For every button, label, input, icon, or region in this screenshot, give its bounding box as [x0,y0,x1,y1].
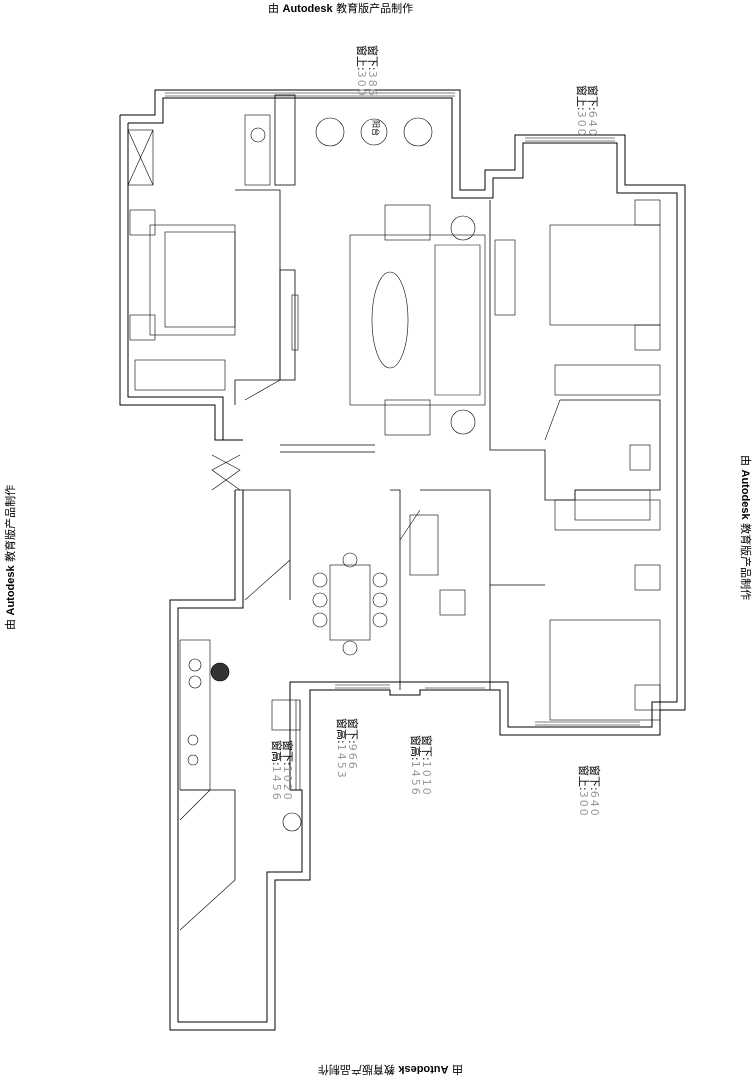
closet-right [554,364,661,396]
watermark-top: 由 Autodesk 教育版产品制作 [268,0,413,16]
bath-sink [409,514,439,576]
balcony-table [360,118,388,146]
kitchen-counter [179,639,211,791]
rug [349,234,486,406]
note-value: 1456 [409,760,422,797]
vanity [574,489,651,521]
wm-prefix: 由 [739,455,752,466]
washer [282,812,302,832]
furniture [127,114,661,832]
wm-suffix: 教育版产品制作 [336,2,414,15]
watermark-left: 由 Autodesk 教育版产品制作 [2,485,18,630]
bed-left [149,224,236,336]
wm-prefix: 由 [4,619,17,630]
closet-left [134,359,226,391]
bed-right-bottom [549,619,661,721]
wm-suffix: 教育版产品制作 [317,1063,395,1076]
tv [291,294,299,351]
note-label: 窗高: [409,735,422,761]
watermark-bottom: 由 Autodesk 教育版产品制作 [318,1062,463,1078]
note-label: 窗上: [577,765,590,791]
wm-brand: Autodesk [5,565,17,616]
armchair [384,399,431,436]
note-label: 窗高: [270,740,283,766]
note-value: 300 [575,110,588,138]
wm-brand: Autodesk [739,469,751,520]
wm-brand: Autodesk [282,3,333,15]
note-label: 窗上: [575,85,588,111]
note-value: 300 [577,790,590,818]
watermark-right: 由 Autodesk 教育版产品制作 [738,455,754,600]
note-value: 300 [355,70,368,98]
note-value: 1456 [270,765,283,802]
dining-table [329,564,371,641]
desk [244,114,271,186]
bed-right-top [549,224,661,326]
balcony-chair [403,117,433,147]
wm-prefix: 由 [452,1063,463,1076]
note-label: 窗上: [355,45,368,71]
note-label: 窗高: [335,718,348,744]
chair [271,699,301,731]
wm-suffix: 教育版产品制作 [4,484,17,562]
balcony-chair [315,117,345,147]
balcony-label: 阳台 [371,120,380,136]
wm-brand: Autodesk [398,1063,449,1075]
toilet-2 [439,589,466,616]
closet-right-2 [554,499,661,531]
coffee-table [371,271,409,369]
door-swings [179,379,561,931]
outer-walls [119,89,686,1031]
windows [165,92,640,790]
sofa [434,244,481,396]
wm-prefix: 由 [268,2,279,15]
wm-suffix: 教育版产品制作 [739,523,752,601]
toilet [629,444,651,471]
wardrobe [127,129,154,186]
armchair [384,204,431,241]
note-value: 1453 [335,743,348,780]
tv-cabinet [494,239,516,316]
